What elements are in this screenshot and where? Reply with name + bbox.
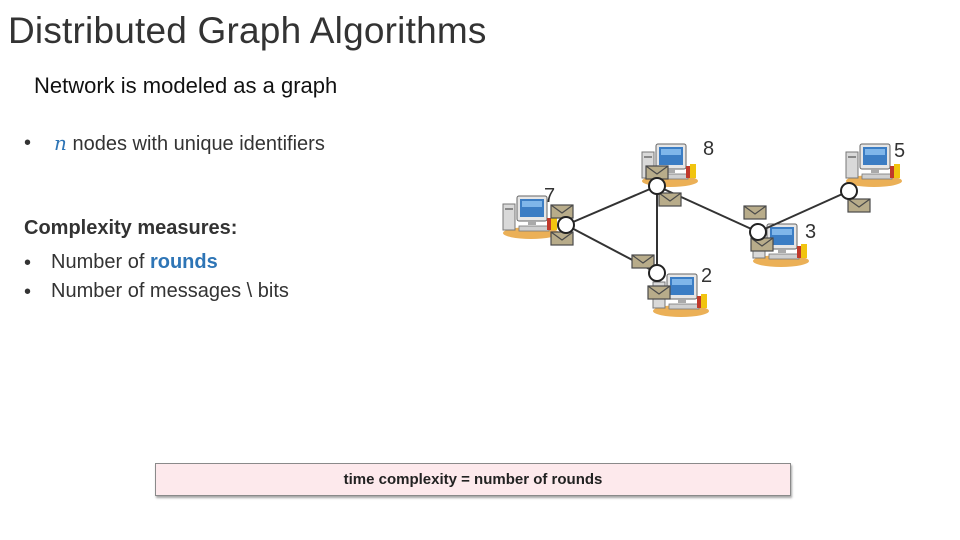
bullet-marker: • [24,252,32,274]
node [840,182,858,200]
complexity-heading: Complexity measures: [24,217,238,239]
edge [757,190,850,233]
node [648,177,666,195]
graph-nodes [557,177,858,282]
node [749,223,767,241]
measure-rounds-prefix: Number of [51,251,145,273]
node-id-label: 2 [701,265,712,287]
node-id-label: 8 [703,138,714,160]
formula-box: time complexity = number of rounds [155,463,791,496]
measure-rounds-highlight: rounds [149,251,218,273]
envelope-icon [631,254,655,269]
envelope-icon [647,285,671,300]
bullet-marker: • [24,281,32,303]
node-id-label: 3 [805,221,816,243]
measure-rounds: Number of rounds [51,251,218,274]
formula-text: time complexity = number of rounds [343,471,603,488]
edge [565,185,658,226]
envelope-icon [743,205,767,220]
measure-messages: Number of messages \ bits [51,280,289,302]
envelope-icon [847,198,871,213]
node [648,264,666,282]
slide-subtitle: Network is modeled as a graph [34,73,338,98]
node-id-label: 7 [544,185,555,207]
node [557,216,575,234]
envelope-icon [658,192,682,207]
bullet-marker: • [24,132,32,154]
nodes-bullet-text: nodes with unique identifiers [72,133,325,155]
n-variable: n [54,131,67,155]
envelope-icon [550,231,574,246]
node-id-label: 5 [894,140,905,162]
slide-title: Distributed Graph Algorithms [8,10,487,51]
nodes-bullet: n nodes with unique identifiers [54,131,325,156]
